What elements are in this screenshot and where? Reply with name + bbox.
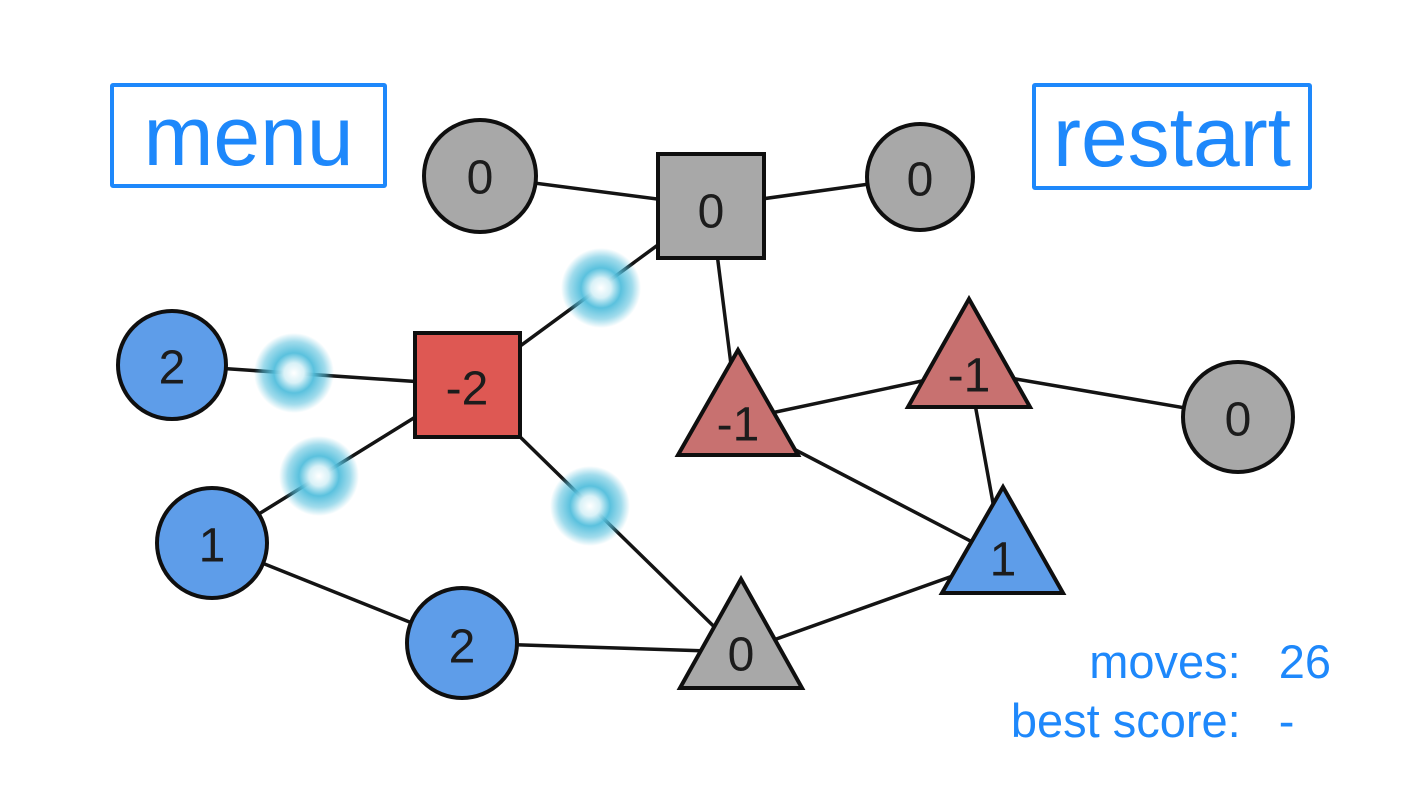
pulse-glow (279, 436, 359, 516)
node-blue-circle-left[interactable]: 2 (116, 309, 228, 421)
circle-shape (1181, 360, 1295, 474)
node-value: 1 (199, 519, 226, 572)
node-value: -1 (948, 349, 991, 402)
node-blue-triangle-right[interactable]: 1 (938, 482, 1067, 595)
score-block: moves: 26 best score: - (1010, 635, 1331, 747)
node-value: 1 (990, 533, 1017, 586)
node-gray-circle-top-right[interactable]: 0 (865, 122, 975, 232)
square-shape (656, 152, 766, 260)
best-score-label: best score: (1010, 693, 1241, 747)
pulse-glow (254, 333, 334, 413)
node-value: 0 (467, 151, 494, 204)
circle-shape (865, 122, 975, 232)
node-value: 2 (449, 620, 476, 673)
node-red-square-center[interactable]: -2 (413, 331, 522, 439)
node-gray-square-top[interactable]: 0 (656, 152, 766, 260)
moves-value: 26 (1278, 635, 1331, 688)
circle-shape (116, 309, 228, 421)
node-value: 0 (698, 185, 725, 238)
node-gray-circle-top-left[interactable]: 0 (422, 118, 538, 234)
menu-button[interactable]: menu (110, 83, 387, 188)
node-value: -1 (717, 398, 760, 451)
pulse-layer (254, 248, 641, 546)
node-value: -2 (446, 362, 489, 415)
moves-label: moves: (1089, 635, 1241, 688)
node-value: 0 (728, 628, 755, 681)
best-score-value: - (1278, 693, 1295, 747)
node-blue-circle-mid-left[interactable]: 1 (155, 486, 269, 600)
circle-shape (422, 118, 538, 234)
node-layer: 0 0 0 2 -2 -1 (116, 118, 1295, 700)
circle-shape (155, 486, 269, 600)
square-shape (413, 331, 522, 439)
node-value: 0 (907, 153, 934, 206)
node-gray-triangle-bottom[interactable]: 0 (676, 574, 806, 690)
node-red-triangle-center[interactable]: -1 (674, 345, 802, 457)
pulse-glow (550, 466, 630, 546)
node-value: 0 (1225, 393, 1252, 446)
triangle-shape (674, 345, 802, 457)
restart-button[interactable]: restart (1032, 83, 1312, 190)
pulse-glow (561, 248, 641, 328)
triangle-shape (938, 482, 1067, 595)
node-gray-circle-right[interactable]: 0 (1181, 360, 1295, 474)
node-blue-circle-bottom[interactable]: 2 (405, 586, 519, 700)
node-value: 2 (159, 341, 186, 394)
triangle-shape (904, 294, 1034, 409)
circle-shape (405, 586, 519, 700)
node-red-triangle-right[interactable]: -1 (904, 294, 1034, 409)
triangle-shape (676, 574, 806, 690)
